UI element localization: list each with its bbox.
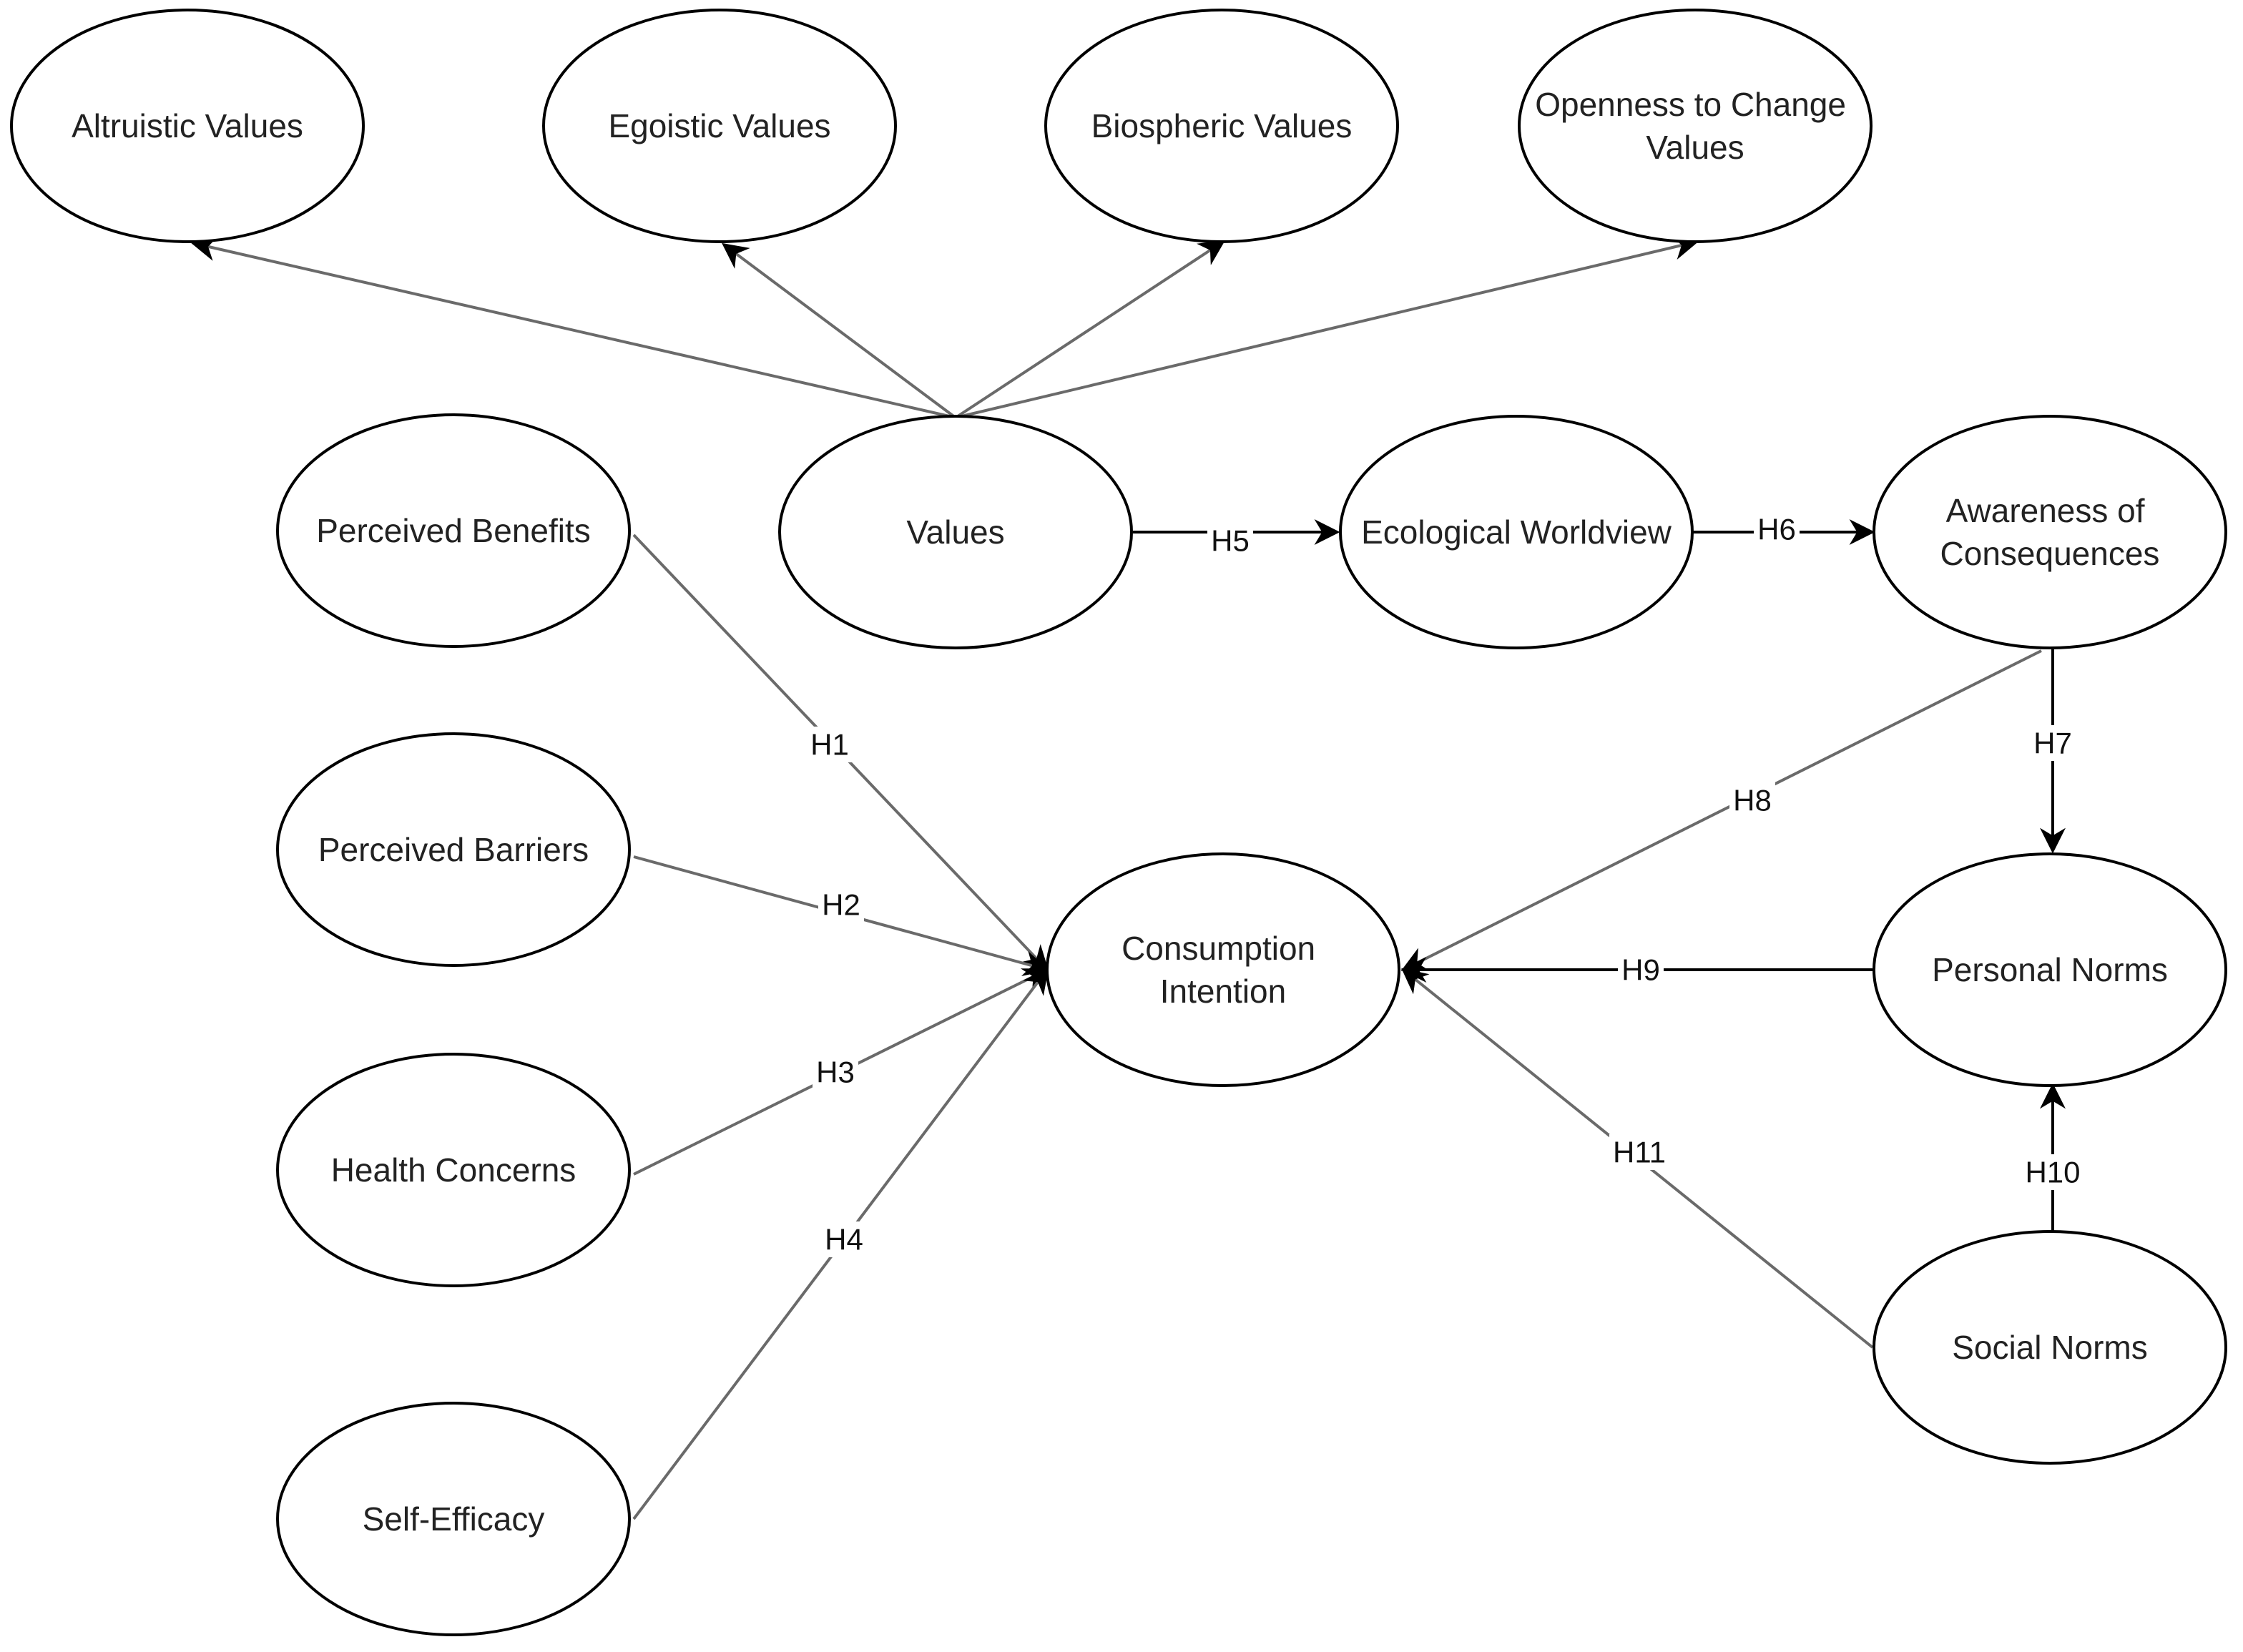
edge-label-h4: H4 [825, 1223, 863, 1257]
node-label-line: Values [906, 513, 1004, 551]
edge-h2: H2 [633, 855, 1050, 976]
node-label-line: Openness to Change [1535, 86, 1846, 123]
node-egoistic-values: Egoistic Values [542, 9, 897, 243]
node-openness-values: Openness to Change Values [1518, 9, 1873, 243]
edge-label-h9: H9 [1621, 953, 1660, 987]
edge-values-openness [955, 234, 1699, 419]
edge-label-h8: H8 [1733, 784, 1772, 817]
edges-layer: H1 H2 H3 H4 [190, 234, 2083, 1520]
node-label-line: Perceived Barriers [318, 831, 589, 868]
node-label-line: Health Concerns [331, 1151, 576, 1189]
node-altruistic-values: Altruistic Values [10, 9, 365, 243]
node-label-line: Social Norms [1952, 1329, 2148, 1366]
edge-h5: H5 [1133, 519, 1340, 558]
edge-h10: H10 [2023, 1083, 2083, 1231]
edge-values-biospheric [954, 240, 1226, 419]
svg-text:Openness to Change V: Openness to Change Values [1535, 86, 1855, 166]
node-perceived-benefits: Perceived Benefits [276, 413, 631, 648]
node-perceived-barriers: Perceived Barriers [276, 732, 631, 967]
node-label-line: Awareness of [1946, 492, 2145, 529]
edge-values-altruistic [190, 235, 956, 419]
edge-label-h6: H6 [1757, 513, 1796, 546]
edge-h8: H8 [1400, 649, 2042, 971]
svg-text:Values: Values [906, 513, 1004, 551]
node-consumption-intention: Consumption Intention [1046, 852, 1400, 1087]
edge-values-egoistic [722, 242, 957, 419]
svg-text:Ecological Worldview: Ecological Worldview [1361, 513, 1672, 551]
node-health-concerns: Health Concerns [276, 1053, 631, 1287]
node-label-line: Values [1646, 129, 1744, 166]
edge-h4: H4 [632, 968, 1049, 1520]
node-biospheric-values: Biospheric Values [1044, 9, 1399, 243]
edge-label-h2: H2 [822, 888, 860, 922]
svg-text:Health Concerns: Health Concerns [331, 1151, 576, 1189]
edge-h3: H3 [633, 968, 1050, 1176]
node-self-efficacy: Self-Efficacy [276, 1402, 631, 1636]
node-personal-norms: Personal Norms [1873, 852, 2227, 1087]
node-label-line: Egoistic Values [608, 107, 830, 144]
edge-h9: H9 [1400, 953, 1873, 987]
node-ecological-worldview: Ecological Worldview [1339, 415, 1694, 649]
svg-text:Perceived Barriers: Perceived Barriers [318, 831, 589, 868]
node-values: Values [778, 415, 1133, 649]
edge-h6: H6 [1688, 512, 1875, 546]
edge-label-h11: H11 [1613, 1136, 1666, 1169]
node-label-line: Intention [1160, 973, 1286, 1010]
svg-text:Perceived Benefits: Perceived Benefits [316, 512, 591, 549]
edge-label-h10: H10 [2025, 1156, 2080, 1189]
node-label-line: Consumption [1122, 930, 1315, 967]
svg-text:Consumption Intentio: Consumption Intention [1122, 930, 1325, 1010]
node-label-line: Consequences [1940, 535, 2160, 572]
edge-h1: H1 [632, 534, 1049, 972]
svg-text:Personal Norms: Personal Norms [1932, 951, 2168, 988]
node-label-line: Biospheric Values [1091, 107, 1353, 144]
node-label-line: Self-Efficacy [363, 1500, 545, 1538]
node-label-line: Ecological Worldview [1361, 513, 1672, 551]
node-awareness-of-consequences: Awareness of Consequences [1873, 415, 2227, 649]
edge-h7: H7 [2030, 649, 2076, 854]
nodes-layer: Altruistic Values Egoistic Values Biosph… [10, 9, 2227, 1636]
svg-text:Awareness of Consequ: Awareness of Consequences [1940, 492, 2160, 572]
svg-text:Altruistic Values: Altruistic Values [72, 107, 303, 144]
node-social-norms: Social Norms [1873, 1230, 2227, 1465]
edge-label-h7: H7 [2033, 727, 2072, 760]
edge-h11: H11 [1401, 968, 1874, 1349]
svg-text:Biospheric Values: Biospheric Values [1091, 107, 1353, 144]
svg-text:Social Norms: Social Norms [1952, 1329, 2148, 1366]
node-label-line: Personal Norms [1932, 951, 2168, 988]
edge-label-h3: H3 [816, 1056, 855, 1089]
node-label-line: Altruistic Values [72, 107, 303, 144]
edge-label-h5: H5 [1211, 524, 1250, 558]
edge-label-h1: H1 [810, 728, 849, 762]
svg-text:Self-Efficacy: Self-Efficacy [363, 1500, 545, 1538]
node-label-line: Perceived Benefits [316, 512, 591, 549]
svg-text:Egoistic Values: Egoistic Values [608, 107, 830, 144]
